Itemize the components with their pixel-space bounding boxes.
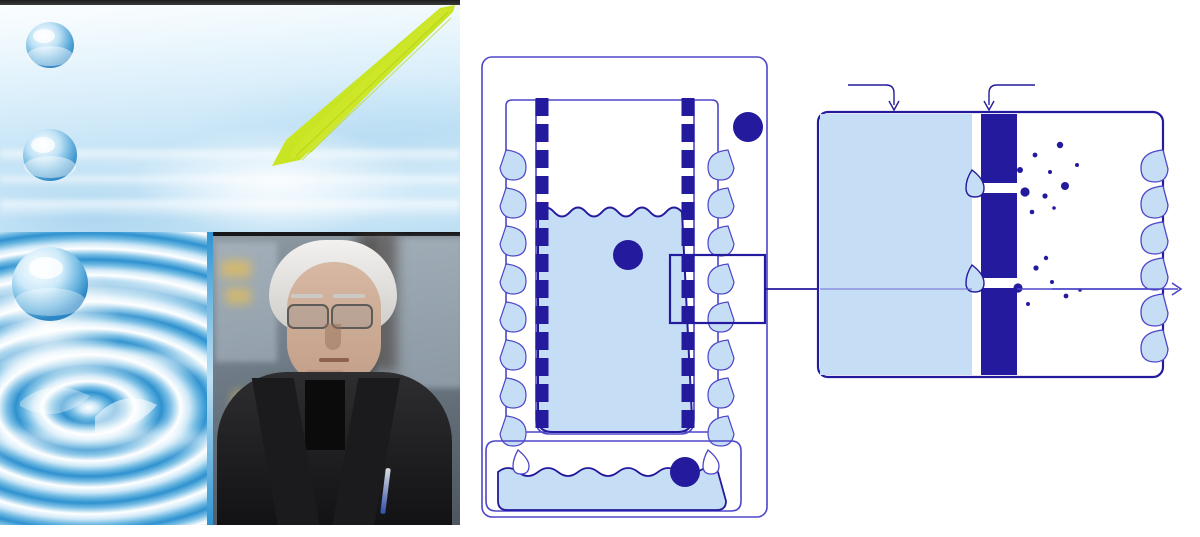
marker-c-label: C: [1139, 463, 1149, 478]
microporous-membrane-wall: [535, 98, 695, 436]
marker-b-circle: [733, 112, 763, 142]
raw-water-leader: [848, 84, 900, 112]
feed-zone: [820, 114, 972, 375]
screenshot-root: A B C Raw water Hot side Microporous hyd…: [0, 0, 1200, 525]
water-droplet-ripples-photo: [0, 232, 211, 525]
membrane-distillation-diagram: A B C Raw water Hot side Microporous hyd…: [460, 0, 1200, 525]
diagram-vector: [481, 56, 1183, 518]
membrane-bar: [981, 114, 1017, 375]
detail-panel-droplets: [1140, 149, 1169, 363]
membrane-leader: [983, 84, 1035, 112]
condensate-droplets-right: [707, 149, 735, 447]
vapour-exit-arrow: [1052, 282, 1183, 296]
marker-c-circle: [670, 457, 700, 487]
marker-a-circle: [613, 240, 643, 270]
suspended-droplets-icon: [23, 5, 455, 181]
photo-collage: [0, 0, 460, 525]
vapour-molecules: [988, 141, 1082, 306]
distillate-pool: [497, 467, 727, 511]
water-droplets-and-leaf-photo: [0, 0, 460, 232]
marker-a-label: A: [1082, 246, 1092, 261]
researcher-portrait-photo: [207, 232, 460, 525]
